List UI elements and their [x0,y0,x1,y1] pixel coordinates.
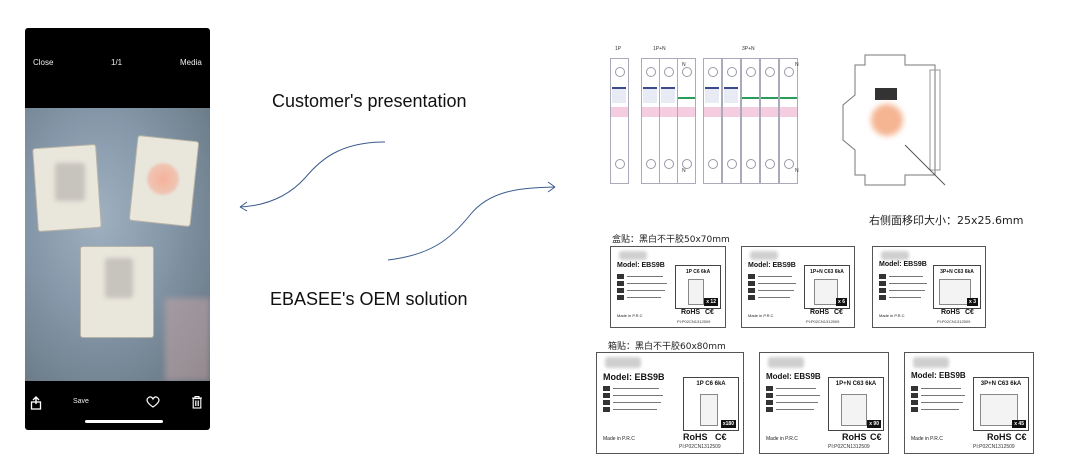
rating-box: 1P C6 6kA x 12 [675,265,721,309]
pole-label-1p: 1P [615,46,622,52]
model-text: Model: EBS9B [617,262,665,269]
breaker-module [722,58,741,184]
heart-icon[interactable] [146,396,160,410]
carton-label-heading: 箱贴：黑白不干胶60x80mm [608,342,726,352]
breaker-module [779,58,798,184]
save-button[interactable]: Save [73,398,89,405]
module-n-top: N [682,62,686,68]
rohs-mark: RoHS [681,309,701,316]
box-label-card: Model: EBS9B 1P+N C63 6kA x 6 Made in P.… [741,246,855,328]
carton-label-card: Model: EBS9B 3P+N C63 6kA x 45 Made in P… [904,352,1034,454]
media-button[interactable]: Media [180,58,202,67]
share-icon[interactable] [30,396,42,412]
module-n-bottom: N [682,168,686,174]
box-label-card: Model: EBS9B 1P C6 6kA x 12 Made in P.R.… [610,246,726,328]
close-button[interactable]: Close [33,58,54,67]
carton-label-card: Model: EBS9B 1P+N C63 6kA x 90 Made in P… [759,352,889,454]
breaker-side-diagram [842,54,946,186]
flow-arrows [239,141,556,261]
breaker-drawing [688,279,704,305]
solution-caption: EBASEE's OEM solution [270,289,468,309]
breaker-module [610,58,629,184]
pole-label-3pn: 3P+N [742,46,755,52]
breaker-module [641,58,660,184]
trash-icon[interactable] [191,395,203,411]
breaker-module [659,58,678,184]
box-label-card: Model: EBS9B 3P+N C63 6kA x 3 Made in P.… [872,246,986,328]
carton-label-card: Model: EBS9B 1P C6 6kA x180 Made in P.R.… [596,352,744,454]
side-print-note: 右侧面移印大小：25x25.6mm [869,214,1024,227]
breaker-module [677,58,696,184]
breaker-module [760,58,779,184]
module-n-bottom: N [795,168,799,174]
arrow-to-solution [387,186,556,261]
arrow-to-customer [239,141,386,208]
phone-screenshot: Close 1/1 Media Save [25,28,210,430]
blurred-logo [619,251,647,260]
box-label-heading: 盒贴：黑白不干胶50x70mm [612,235,730,245]
home-indicator [85,420,163,423]
pole-label-1pn: 1P+N [653,46,666,52]
breaker-module [703,58,722,184]
photo-counter: 1/1 [111,58,123,67]
module-n-top: N [795,62,799,68]
spec-lines [617,274,667,302]
customer-caption: Customer's presentation [272,91,467,111]
ce-mark: C€ [705,309,714,316]
breaker-photo [25,108,210,381]
breaker-module [741,58,760,184]
count-badge: x 12 [704,298,718,306]
